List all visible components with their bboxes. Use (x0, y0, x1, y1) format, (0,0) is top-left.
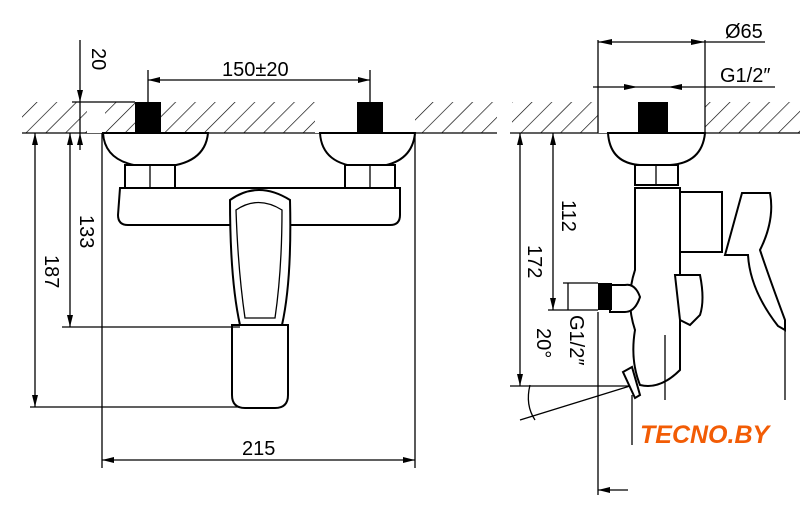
body-side (629, 187, 681, 387)
outlet-nut (609, 283, 642, 313)
side-view: Ø65 G1/2″ 112 172 G1/2″ 20° (510, 21, 786, 495)
lever-side (723, 192, 786, 332)
inlet-thread (638, 102, 668, 133)
dim-upper: 112 (557, 200, 579, 232)
dim-width: 215 (242, 438, 275, 460)
dim-outlet-thread: G1/2″ (565, 315, 587, 365)
spout-tip (621, 365, 642, 400)
dim-depth: 20 (87, 48, 109, 70)
outlet-thread (598, 283, 612, 310)
flange-right (318, 132, 417, 168)
diverter-knob (673, 274, 704, 327)
flange (606, 132, 707, 166)
front-view: 20 150±20 133 187 215 (30, 40, 417, 468)
dim-inlet-thread: G1/2″ (720, 65, 770, 87)
flange-left (101, 132, 210, 168)
cartridge (679, 191, 723, 253)
dim-angle: 20° (532, 328, 554, 358)
dim-flange: Ø65 (725, 21, 763, 43)
outlet-spout (231, 324, 289, 409)
dim-lower: 172 (523, 245, 545, 278)
dim-outlet-height: 187 (40, 255, 62, 288)
dim-spacing: 150±20 (222, 59, 289, 81)
lever-handle (228, 189, 292, 326)
dim-handle-height: 133 (75, 215, 97, 248)
tecno-by-logo: TECNO.BY (640, 421, 772, 449)
inlet-thread-left (135, 102, 161, 133)
